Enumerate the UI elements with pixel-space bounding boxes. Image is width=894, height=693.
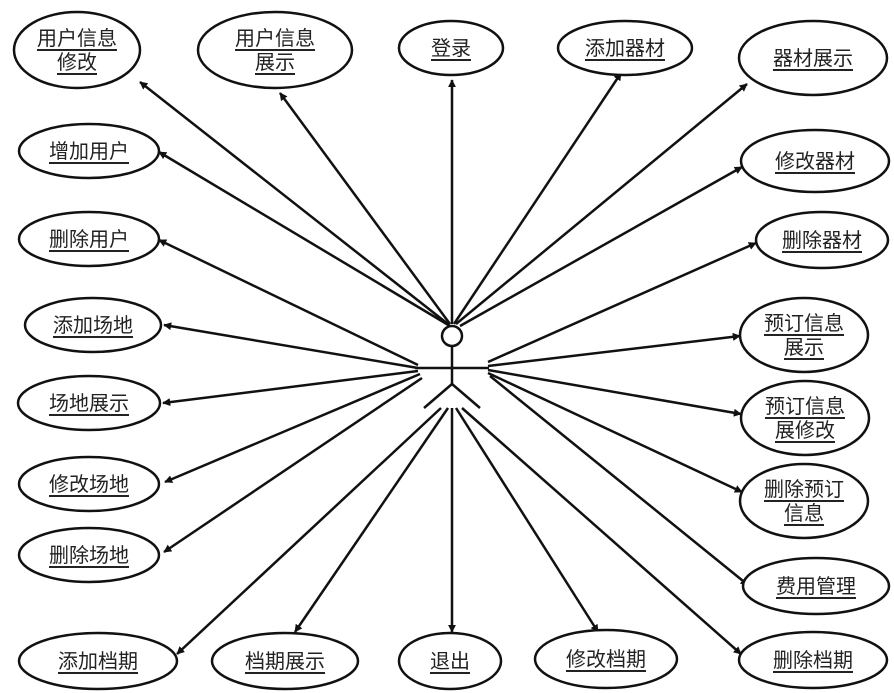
use-case-label: 删除预订	[764, 477, 844, 501]
arrow-to-uc22	[461, 407, 742, 655]
use-case-nodes: 用户信息修改用户信息展示登录添加器材器材展示增加用户修改器材删除用户删除器材添加…	[12, 10, 891, 691]
arrow-to-uc11	[487, 332, 741, 368]
use-case-uc10: 添加场地	[23, 296, 163, 354]
actor-stick-figure	[415, 324, 489, 409]
use-case-uc12: 场地展示	[16, 374, 162, 432]
use-case-label: 退出	[430, 649, 470, 673]
use-case-label: 信息	[784, 501, 824, 525]
use-case-ellipse	[17, 210, 161, 268]
arrow-to-uc2	[278, 92, 452, 325]
use-case-uc17: 费用管理	[741, 556, 891, 616]
arrow-to-uc5	[455, 83, 748, 325]
arrow-to-uc1	[139, 81, 449, 325]
association-arrows	[139, 72, 757, 655]
arrow-to-uc16	[163, 376, 423, 554]
arrow-to-uc19	[293, 407, 450, 633]
use-case-label: 删除用户	[49, 227, 129, 251]
arrow-to-uc17	[489, 375, 749, 586]
use-case-label: 展修改	[775, 418, 835, 442]
use-case-label: 修改器材	[775, 149, 855, 173]
use-case-label: 用户信息	[37, 26, 117, 50]
use-case-ellipse	[23, 296, 163, 354]
use-case-uc7: 修改器材	[739, 128, 891, 194]
arrow-to-uc18	[176, 407, 442, 655]
use-case-ellipse	[397, 631, 503, 691]
use-case-ellipse	[17, 526, 161, 584]
use-case-uc16: 删除场地	[17, 526, 161, 584]
use-case-uc4: 添加器材	[556, 19, 694, 77]
actor-head	[440, 324, 464, 348]
use-case-label: 费用管理	[776, 574, 856, 598]
use-case-label: 删除场地	[49, 543, 129, 567]
actor-left-leg	[423, 383, 453, 409]
use-case-label: 展示	[255, 50, 295, 74]
use-case-ellipse	[210, 631, 360, 691]
arrow-to-uc15	[487, 371, 743, 494]
actor-right-leg	[451, 383, 481, 409]
use-case-uc21: 修改档期	[533, 628, 679, 690]
use-case-ellipse	[12, 10, 142, 90]
use-case-label: 用户信息	[235, 26, 315, 50]
arrow-to-uc21	[454, 407, 600, 633]
use-case-uc3: 登录	[397, 19, 505, 77]
use-case-label: 添加场地	[53, 313, 133, 337]
arrow-to-uc12	[162, 369, 419, 407]
use-case-label: 预订信息	[764, 311, 844, 335]
use-case-label: 删除器材	[782, 228, 862, 252]
use-case-ellipse	[196, 10, 354, 90]
use-case-ellipse	[754, 210, 890, 270]
use-case-uc14: 修改场地	[17, 455, 161, 513]
use-case-ellipse	[17, 455, 161, 513]
use-case-ellipse	[738, 462, 870, 540]
use-case-ellipse	[739, 379, 871, 457]
use-case-ellipse	[739, 128, 891, 194]
use-case-ellipse	[16, 374, 162, 432]
use-case-label: 添加器材	[585, 36, 665, 60]
use-case-ellipse	[397, 19, 505, 77]
use-case-ellipse	[738, 296, 870, 374]
use-case-uc9: 删除器材	[754, 210, 890, 270]
use-case-uc6: 增加用户	[17, 122, 161, 180]
arrow-to-uc9	[487, 241, 757, 364]
use-case-uc8: 删除用户	[17, 210, 161, 268]
use-case-label: 删除档期	[773, 648, 853, 672]
use-case-ellipse	[17, 122, 161, 180]
use-case-ellipse	[741, 556, 891, 616]
arrow-to-uc10	[163, 322, 419, 370]
use-case-label: 档期展示	[245, 649, 325, 673]
use-case-uc22: 删除档期	[737, 630, 889, 690]
use-case-label: 登录	[431, 36, 471, 60]
use-case-label: 增加用户	[49, 139, 129, 163]
use-case-label: 器材展示	[773, 46, 853, 70]
arrow-to-uc14	[164, 372, 421, 484]
use-case-label: 修改场地	[49, 472, 129, 496]
use-case-uc20: 退出	[397, 631, 503, 691]
use-case-ellipse	[737, 19, 889, 97]
arrow-to-uc4	[452, 72, 623, 325]
arrow-to-uc13	[487, 368, 742, 417]
arrow-to-uc7	[459, 165, 743, 328]
use-case-ellipse	[556, 19, 694, 77]
use-case-label: 添加档期	[58, 649, 138, 673]
use-case-label: 修改档期	[566, 647, 646, 671]
use-case-label: 展示	[784, 335, 824, 359]
use-case-uc5: 器材展示	[737, 19, 889, 97]
use-case-ellipse	[533, 628, 679, 690]
use-case-uc18: 添加档期	[17, 631, 179, 691]
use-case-ellipse	[17, 631, 179, 691]
use-case-ellipse	[737, 630, 889, 690]
use-case-label: 修改	[57, 50, 97, 74]
use-case-uc19: 档期展示	[210, 631, 360, 691]
arrow-to-uc8	[158, 238, 419, 367]
arrow-to-uc6	[158, 150, 451, 328]
use-case-label: 场地展示	[49, 391, 129, 415]
use-case-label: 预订信息	[765, 394, 845, 418]
